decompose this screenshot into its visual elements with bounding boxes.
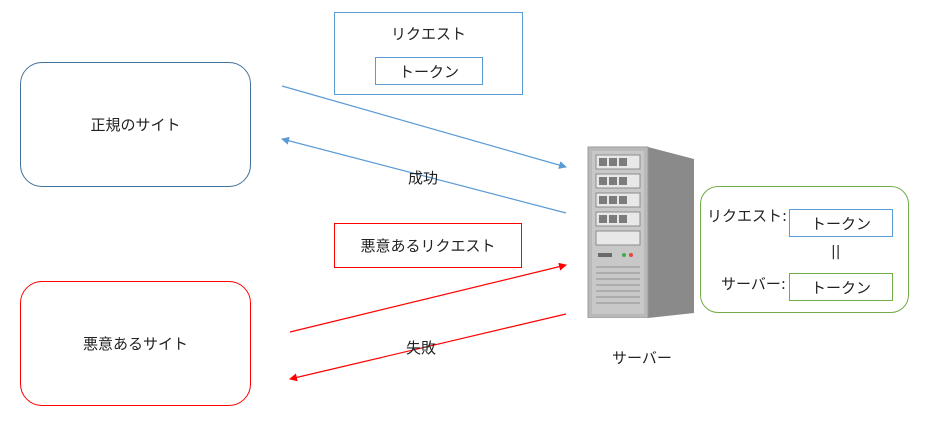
- check-server-label: サーバー:: [721, 275, 786, 293]
- request-token-box: トークン: [375, 57, 483, 85]
- legit-site-node: 正規のサイト: [20, 62, 251, 187]
- server-label: サーバー: [612, 349, 672, 367]
- equals-sign: ||: [831, 244, 841, 260]
- server-icon: [587, 146, 694, 318]
- malicious-site-node: 悪意あるサイト: [20, 281, 251, 406]
- malicious-request-box: 悪意あるリクエスト: [334, 223, 522, 268]
- success-arrow: [281, 136, 567, 214]
- malicious-request-arrow: [289, 262, 567, 333]
- request-message-box: リクエスト トークン: [334, 12, 523, 95]
- check-request-token: トークン: [810, 214, 871, 233]
- request-arrow: [281, 85, 567, 169]
- malicious-site-label: 悪意あるサイト: [82, 335, 188, 353]
- failure-arrow: [289, 313, 567, 382]
- check-request-token-box: トークン: [789, 209, 893, 237]
- malicious-request-label: 悪意あるリクエスト: [360, 237, 496, 255]
- request-token-label: トークン: [398, 62, 459, 81]
- check-server-token: トークン: [810, 278, 871, 297]
- token-check-box: リクエスト: トークン || サーバー: トークン: [700, 186, 909, 313]
- success-label: 成功: [408, 169, 439, 187]
- check-server-token-box: トークン: [789, 273, 893, 301]
- failure-label: 失敗: [406, 339, 437, 357]
- legit-site-label: 正規のサイト: [90, 116, 181, 134]
- check-request-label: リクエスト:: [707, 207, 788, 225]
- request-title: リクエスト: [390, 25, 466, 43]
